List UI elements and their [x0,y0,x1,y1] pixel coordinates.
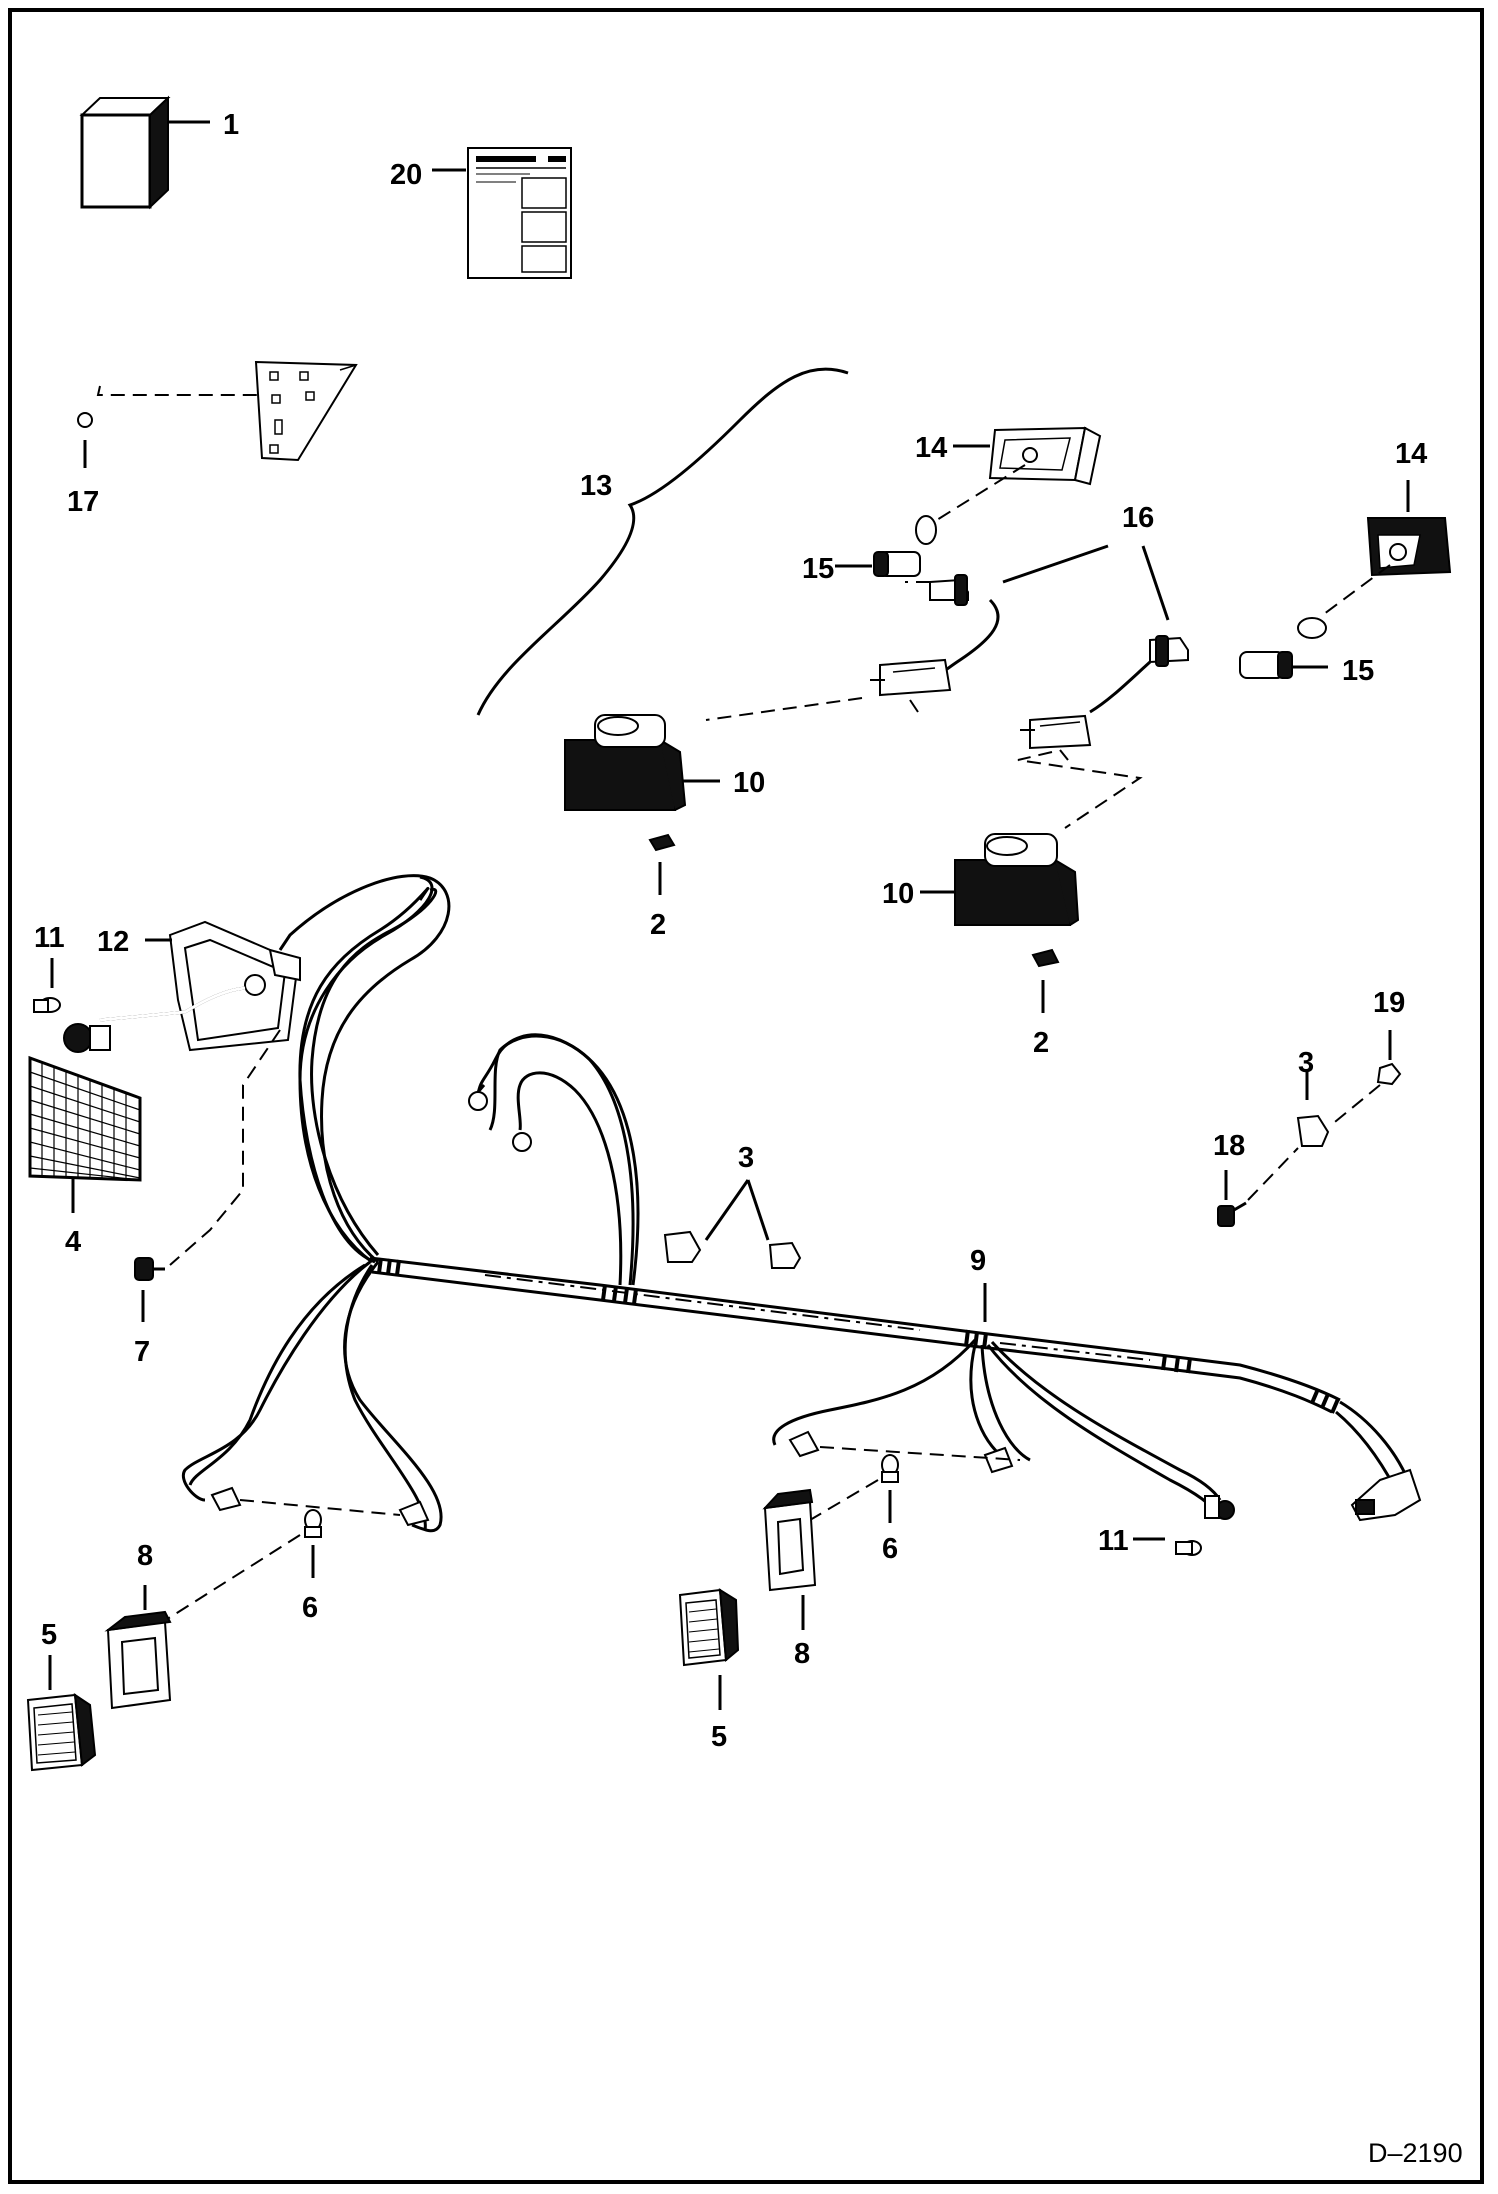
callout-8-left: 8 [137,1540,153,1572]
callout-2-upper: 2 [650,909,666,941]
callout-11-left: 11 [34,922,65,954]
part-5-switch-right [678,1588,740,1710]
callout-17: 17 [67,486,99,518]
part-16-pigtail-left [705,574,1000,721]
callout-3-center: 3 [738,1142,754,1174]
callout-labels: 1 20 17 13 14 14 16 15 15 10 10 2 2 11 1… [34,109,1427,1753]
callout-14-upper: 14 [915,432,947,464]
part-12-lamp-bracket [63,920,301,1053]
part-6-bulb-left [149,1509,322,1631]
part-18-bolt [1217,1147,1299,1227]
part-16-leaders [1002,544,1170,621]
part-3-grommets-center [663,1179,802,1269]
part-20-instruction-sheet [432,147,572,279]
callout-6-right: 6 [882,1533,898,1565]
callout-5-left: 5 [41,1619,57,1651]
part-8-bezel-right [762,1488,817,1630]
part-17-bracket-and-nut [77,360,358,468]
part-14-lamp-upper [931,426,1102,524]
part-8-bezel-left [104,1585,172,1710]
part-13-brace [476,367,849,716]
callout-4: 4 [65,1226,81,1258]
diagram-border [8,8,1484,2184]
part-11-bulb-left [33,958,61,1013]
part-14-lamp-right [1319,480,1452,618]
part-2-clip-lower [1031,948,1060,1013]
part-19-nut [1329,1030,1402,1127]
part-6-bulb-right [809,1454,899,1523]
part-5-switch-left [26,1655,97,1772]
callout-16: 16 [1122,502,1154,534]
part-10-housing-right [920,833,1080,926]
document-id: D–2190 [1368,2138,1463,2168]
callout-14-right: 14 [1395,438,1427,470]
callout-11-right: 11 [1098,1525,1129,1557]
callout-8-right: 8 [794,1638,810,1670]
part-7-screw [134,1029,281,1322]
callout-2-lower: 2 [1033,1027,1049,1059]
callout-20: 20 [390,159,422,191]
part-10-housing-left [564,714,720,811]
callout-3-right: 3 [1298,1047,1314,1079]
callout-15-left: 15 [802,553,834,585]
callout-9: 9 [970,1245,986,1277]
part-1-decal-pack [79,95,210,210]
part-15-socket-left [835,515,937,577]
part-16-pigtail-right [1017,635,1189,829]
part-4-lens [28,1055,142,1213]
callout-19: 19 [1373,987,1405,1019]
callout-18: 18 [1213,1130,1245,1162]
callout-13: 13 [580,470,612,502]
part-9-wiring-harness [181,874,1422,1533]
callout-12: 12 [97,926,129,958]
part-15-socket-right [1239,617,1328,679]
callout-15-right: 15 [1342,655,1374,687]
callout-1: 1 [223,109,239,141]
callout-10-lower: 10 [882,878,914,910]
callout-7: 7 [134,1336,150,1368]
callout-10-upper: 10 [733,767,765,799]
part-3-grommet-right [1296,1072,1330,1147]
callout-5-right: 5 [711,1721,727,1753]
part-11-bulb-right [1133,1537,1202,1556]
part-2-clip-upper [648,833,676,895]
callout-6-left: 6 [302,1592,318,1624]
